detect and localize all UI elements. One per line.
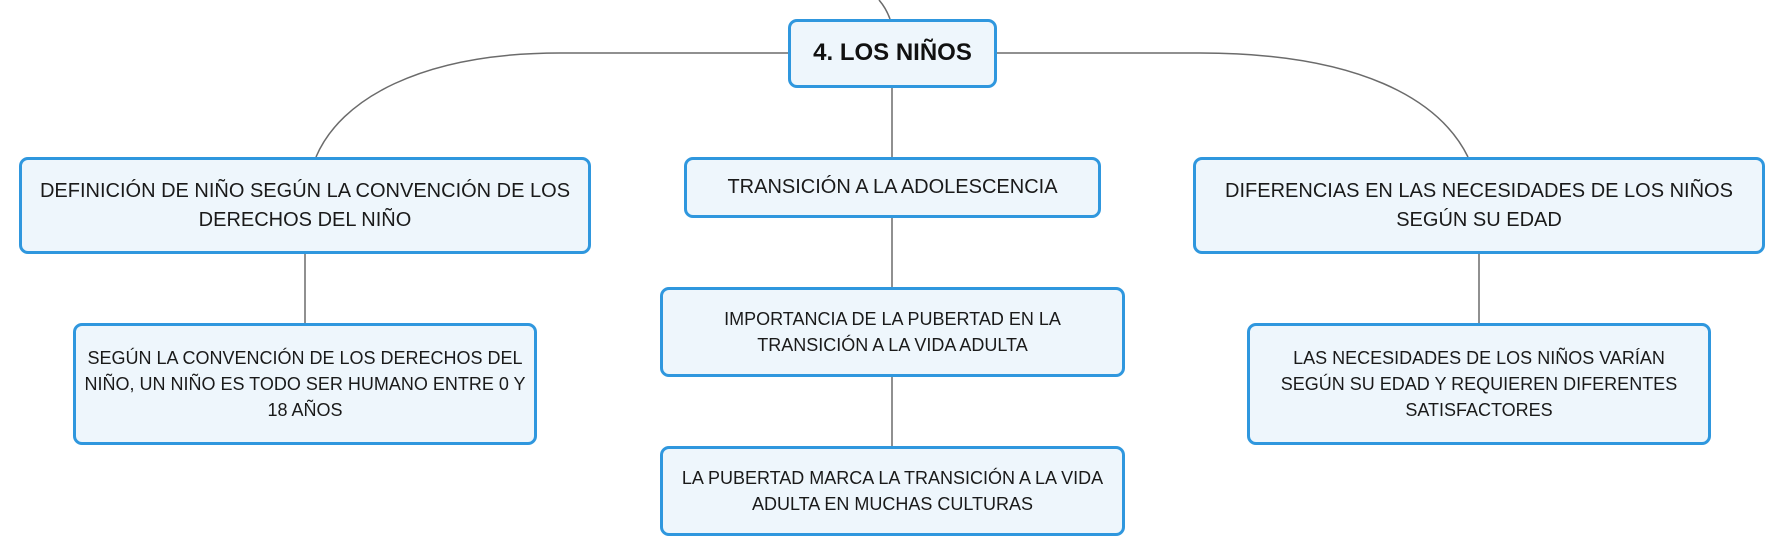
node-definicion-nino-label: DEFINICIÓN DE NIÑO SEGÚN LA CONVENCIÓN D… <box>39 179 571 231</box>
node-pubertad-culturas-label: LA PUBERTAD MARCA LA TRANSICIÓN A LA VID… <box>681 467 1104 514</box>
node-importancia-pubertad[interactable]: IMPORTANCIA DE LA PUBERTAD EN LA TRANSIC… <box>660 287 1125 377</box>
node-necesidades-detalle[interactable]: LAS NECESIDADES DE LOS NIÑOS VARÍAN SEGÚ… <box>1247 323 1711 445</box>
connector-root-to-definicion <box>315 52 788 158</box>
node-definicion-nino[interactable]: DEFINICIÓN DE NIÑO SEGÚN LA CONVENCIÓN D… <box>19 157 591 254</box>
node-diferencias-necesidades-label: DIFERENCIAS EN LAS NECESIDADES DE LOS NI… <box>1225 179 1733 231</box>
connector-root-to-diferencias <box>997 52 1469 158</box>
node-importancia-pubertad-label: IMPORTANCIA DE LA PUBERTAD EN LA TRANSIC… <box>724 308 1061 355</box>
node-definicion-detalle-label: SEGÚN LA CONVENCIÓN DE LOS DERECHOS DEL … <box>84 347 526 421</box>
node-definicion-detalle[interactable]: SEGÚN LA CONVENCIÓN DE LOS DERECHOS DEL … <box>73 323 537 445</box>
root-node[interactable]: 4. LOS NIÑOS <box>788 19 997 88</box>
root-node-label: 4. LOS NIÑOS <box>813 39 972 67</box>
node-transicion-adolescencia-label: TRANSICIÓN A LA ADOLESCENCIA <box>727 176 1058 198</box>
node-transicion-adolescencia[interactable]: TRANSICIÓN A LA ADOLESCENCIA <box>684 157 1101 218</box>
node-pubertad-culturas[interactable]: LA PUBERTAD MARCA LA TRANSICIÓN A LA VID… <box>660 446 1125 536</box>
connector-parent-to-root <box>878 0 891 20</box>
node-necesidades-detalle-label: LAS NECESIDADES DE LOS NIÑOS VARÍAN SEGÚ… <box>1280 347 1678 421</box>
node-diferencias-necesidades[interactable]: DIFERENCIAS EN LAS NECESIDADES DE LOS NI… <box>1193 157 1765 254</box>
